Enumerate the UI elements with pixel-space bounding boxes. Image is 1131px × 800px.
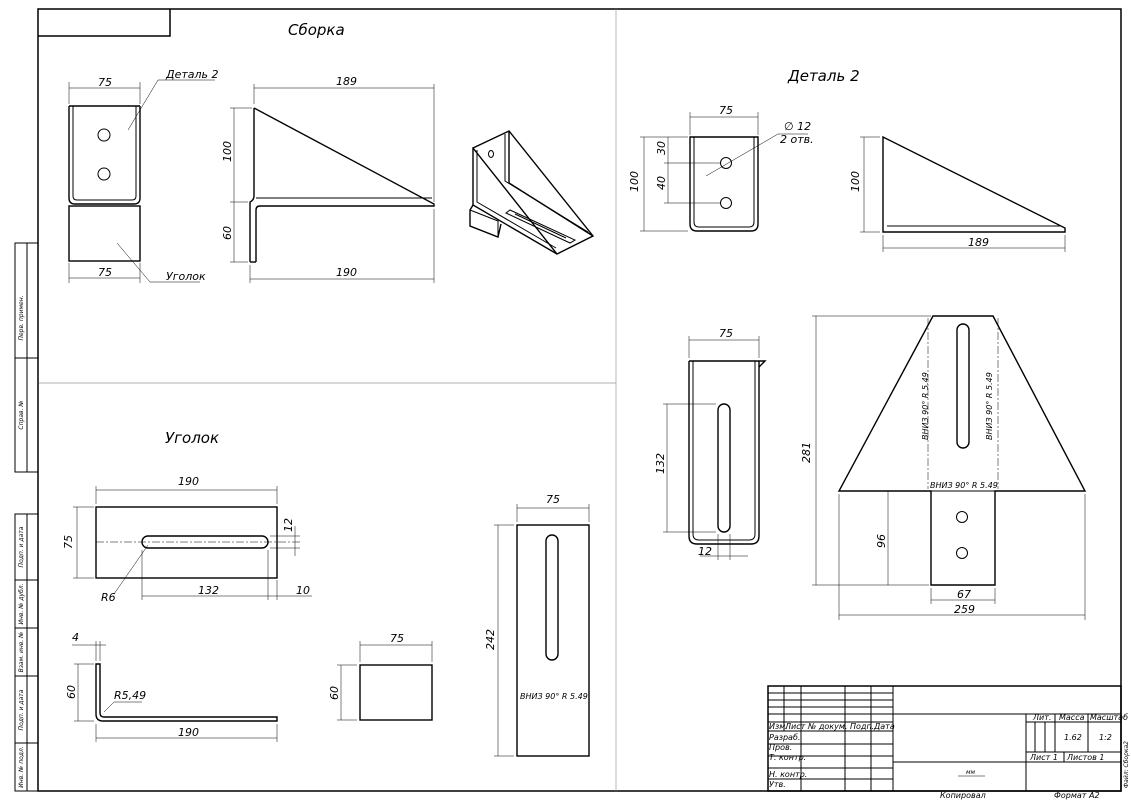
sheet-frame [37, 8, 1122, 792]
br-dim-10: 10 [296, 584, 310, 597]
tb-scale-value: 1:2 [1099, 733, 1112, 742]
tb-format: Формат A2 [1054, 791, 1100, 800]
p2-dim-hole: ∅ 12 [784, 120, 811, 133]
tb-file: Файл: Сборка2 [1123, 741, 1130, 788]
p2-dim-holes-count: 2 отв. [780, 133, 814, 146]
side-vzam-inv: Взам. инв. № [18, 632, 25, 673]
title-block [767, 685, 1122, 792]
tb-list: Лист [784, 722, 806, 731]
top-left-stamp [38, 9, 171, 37]
br-bend-note: ВНИЗ 90° R 5.49 [520, 692, 588, 701]
bracket-top-view [73, 486, 312, 600]
tb-utv: Утв. [769, 780, 786, 789]
assembly-isometric-view [469, 130, 595, 255]
side-podp-data2: Подп. и дата [18, 689, 25, 730]
p2-bend-note-bottom: ВНИЗ 90° R 5.49 [930, 481, 998, 490]
p2-dim-132: 132 [654, 453, 667, 474]
br-dim-R6: R6 [101, 591, 116, 604]
br-dim-75: 75 [62, 535, 75, 549]
p2-dim-100-left: 100 [628, 171, 641, 192]
asm-label-part2: Деталь 2 [165, 68, 219, 81]
p2-dim-width: 75 [719, 104, 733, 117]
p2-dim-40: 40 [655, 176, 668, 190]
tb-doc-no: № докум. [807, 722, 847, 731]
br-dim-190-profile: 190 [178, 726, 199, 739]
asm-dim-height-upper: 100 [221, 141, 234, 162]
part2-side-view [860, 135, 1066, 252]
tb-prov: Пров. [769, 743, 792, 752]
tb-massa: Масса [1059, 713, 1085, 722]
part2-flat-pattern [812, 315, 1087, 620]
p2-dim-96: 96 [875, 534, 888, 548]
br-dim-60-small: 60 [328, 686, 341, 700]
side-sprav-no: Справ. № [18, 400, 25, 429]
part2-top-view [663, 336, 767, 560]
asm-dim-top-length: 189 [336, 75, 357, 88]
asm-dim-bottom-length: 190 [336, 266, 357, 279]
p2-dim-281: 281 [800, 442, 813, 463]
p2-dim-189: 189 [968, 236, 989, 249]
asm-label-bracket: Уголок [166, 270, 206, 283]
br-dim-190-top: 190 [178, 475, 199, 488]
br-dim-242: 242 [484, 629, 497, 650]
br-dim-75-flat: 75 [546, 493, 560, 506]
br-dim-12: 12 [282, 518, 295, 532]
p2-dim-259: 259 [954, 603, 975, 616]
tb-mass-value: 1.62 [1064, 733, 1082, 742]
tb-t-kontr: Т. контр. [769, 753, 806, 762]
bracket-profile-view [72, 641, 278, 742]
title-assembly: Сборка [288, 21, 345, 39]
tb-razrab: Разраб. [769, 733, 800, 742]
p2-dim-30: 30 [655, 141, 668, 155]
side-stamp: Перв. примен. Справ. № Подп. и дата Инв.… [14, 242, 39, 792]
br-dim-R549: R5,49 [114, 689, 146, 702]
assembly-side-view [230, 84, 435, 283]
tb-izm: Изм. [769, 722, 788, 731]
p2-dim-75-slot: 75 [719, 327, 733, 340]
tb-n-kontr: Н. контр. [769, 770, 807, 779]
p2-dim-12: 12 [698, 545, 712, 558]
asm-dim-width-bottom: 75 [98, 266, 112, 279]
bracket-flat-pattern [494, 504, 590, 757]
tb-lit: Лит. [1032, 713, 1051, 722]
tb-masshtab: Масштаб [1090, 713, 1128, 722]
side-inv-dubl: Инв. № дубл. [18, 583, 25, 624]
br-dim-60-profile: 60 [65, 685, 78, 699]
title-part2: Деталь 2 [787, 67, 860, 85]
tb-data: Дата [873, 722, 895, 731]
asm-dim-width-top: 75 [98, 76, 112, 89]
title-bracket: Уголок [165, 429, 219, 447]
br-dim-4: 4 [72, 631, 79, 644]
asm-dim-height-lower: 60 [221, 226, 234, 240]
tb-copied: Копировал [940, 791, 986, 800]
p2-bend-note-left: ВНИЗ 90° R 5.49 [921, 372, 930, 440]
br-dim-75-small: 75 [390, 632, 404, 645]
part2-front-view [640, 112, 808, 232]
tb-sheet: Лист 1 [1029, 753, 1058, 762]
side-podp-data1: Подп. и дата [18, 526, 25, 567]
p2-dim-100-side: 100 [849, 171, 862, 192]
bracket-small-view [337, 641, 433, 721]
assembly-front-view [68, 79, 215, 283]
side-inv-podl: Инв. № подл. [18, 746, 25, 787]
tb-podp: Подп. [850, 722, 874, 731]
tb-units: мм [966, 769, 976, 776]
tb-sheets: Листов 1 [1066, 753, 1105, 762]
p2-dim-67: 67 [957, 588, 971, 601]
br-dim-132: 132 [198, 584, 219, 597]
p2-bend-note-right: ВНИЗ 90° R 5.49 [985, 372, 994, 440]
side-perv-primen: Перв. примен. [18, 295, 25, 340]
